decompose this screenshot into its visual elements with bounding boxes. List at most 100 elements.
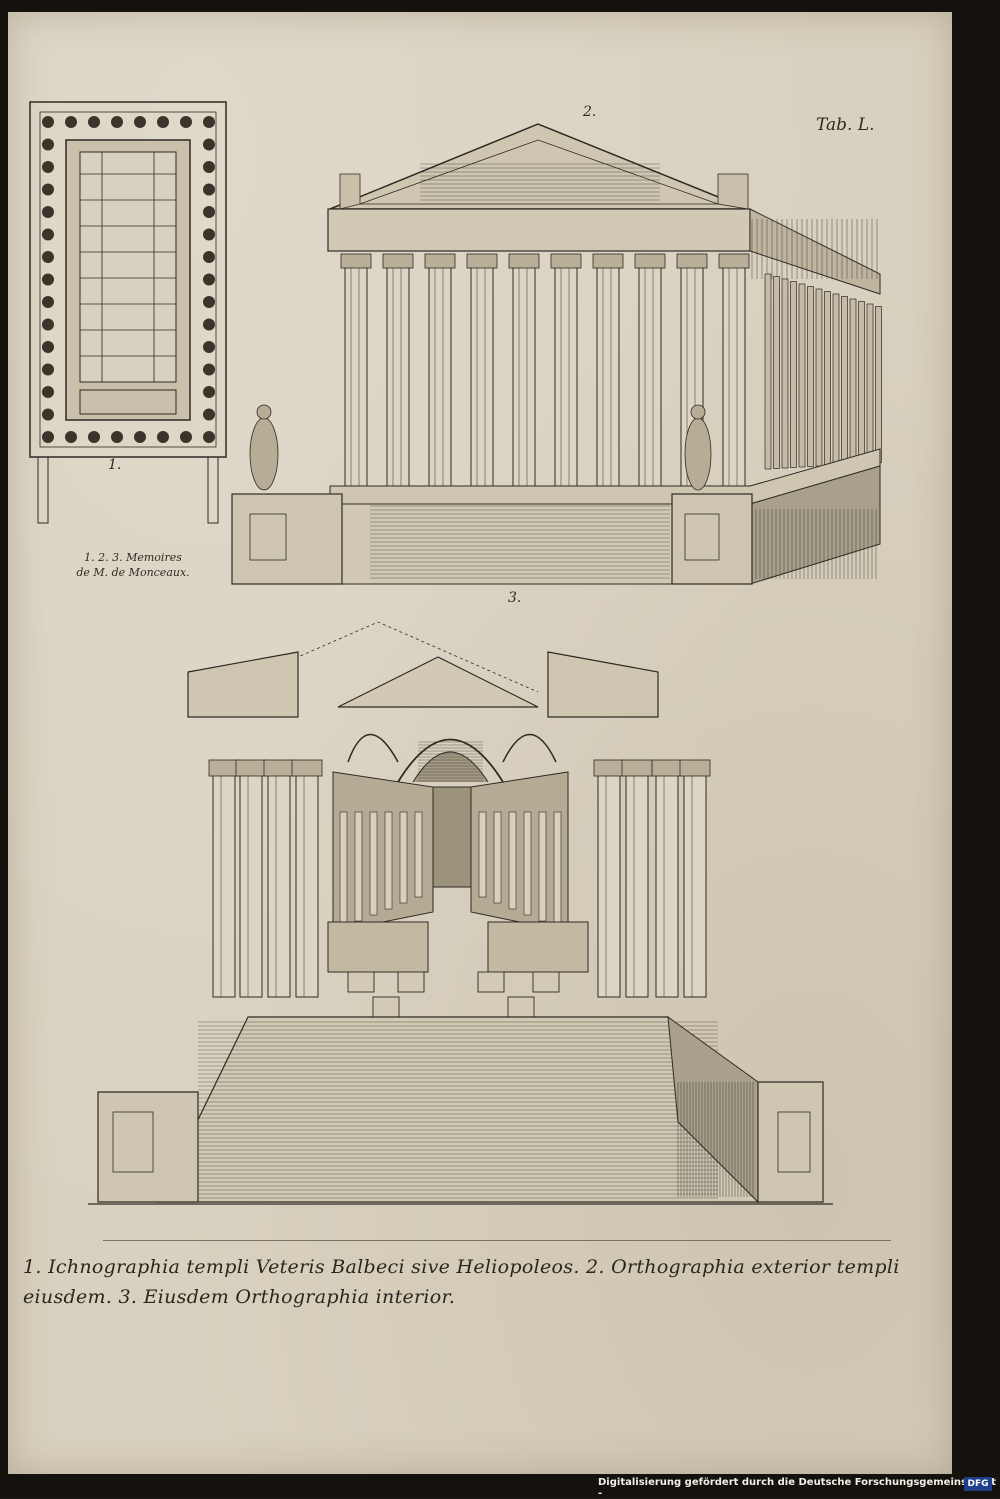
plan-column xyxy=(203,116,215,128)
side-entablature xyxy=(749,208,881,295)
plan-column xyxy=(203,206,215,218)
portico-column xyxy=(239,771,263,998)
corinthian-capital xyxy=(263,759,295,777)
plan-naos xyxy=(79,151,177,383)
side-column xyxy=(807,286,814,467)
plan-column xyxy=(203,408,215,421)
corinthian-capital xyxy=(676,253,708,269)
plate-page: Tab. L. 1. 1. 2. 3. Memoires de M. de Mo… xyxy=(8,12,952,1474)
plan-column xyxy=(203,318,215,331)
portico-column xyxy=(597,771,621,998)
nave-column-right xyxy=(493,811,502,904)
plan-pronaos xyxy=(79,389,177,415)
side-column xyxy=(824,291,831,466)
left-cornice xyxy=(187,651,299,718)
side-column xyxy=(764,273,772,470)
nave-column-left xyxy=(399,811,408,904)
side-column xyxy=(815,288,823,467)
side-column xyxy=(832,293,840,466)
plan-column xyxy=(65,431,77,443)
attic-left xyxy=(339,173,361,210)
plan-column xyxy=(42,251,54,263)
portico-column xyxy=(212,771,236,998)
adyton-niche xyxy=(432,786,472,888)
nave-column-right xyxy=(508,811,517,910)
corinthian-capital xyxy=(340,253,372,269)
plan-column xyxy=(180,116,192,128)
statue-left-head xyxy=(256,404,272,420)
plan-column xyxy=(203,161,215,173)
corinthian-capital xyxy=(508,253,540,269)
statue-right xyxy=(684,417,712,491)
corinthian-capital xyxy=(679,759,711,777)
nave-column-right xyxy=(478,811,487,898)
dfg-logo: DFG xyxy=(964,1477,992,1491)
plan-column xyxy=(42,318,54,331)
plan-column xyxy=(42,363,54,376)
front-column xyxy=(722,263,746,487)
front-column xyxy=(428,263,452,487)
figure-1-number: 1. xyxy=(108,457,122,473)
plan-column xyxy=(203,273,215,286)
corinthian-capital xyxy=(382,253,414,269)
corinthian-capital xyxy=(550,253,582,269)
nave-column-left xyxy=(369,811,378,916)
front-column xyxy=(638,263,662,487)
side-column xyxy=(858,301,865,464)
pedestal-panel xyxy=(777,1111,811,1173)
side-column xyxy=(866,303,874,464)
vault-arch-right xyxy=(502,733,557,763)
plan-column xyxy=(134,431,146,443)
plan-column xyxy=(88,116,100,128)
plan-outer-wall xyxy=(29,101,227,458)
vault-arch-center xyxy=(397,738,504,783)
plan-column xyxy=(111,116,123,128)
figure-2-number: 2. xyxy=(583,104,597,120)
plan-stair-wall xyxy=(37,456,49,524)
entablature xyxy=(327,208,751,252)
plan-stylobate xyxy=(39,111,217,448)
plan-column xyxy=(42,386,54,398)
tab-label: Tab. L. xyxy=(816,115,875,135)
plan-column xyxy=(42,408,54,421)
plan-column xyxy=(42,431,54,443)
plan-column xyxy=(203,228,215,241)
plan-stair-wall xyxy=(207,456,219,524)
nave-column-left xyxy=(339,811,348,928)
front-column xyxy=(554,263,578,487)
nave-column-right xyxy=(553,811,562,928)
corinthian-capital xyxy=(718,253,750,269)
corinthian-capital xyxy=(466,253,498,269)
plan-column xyxy=(42,341,54,353)
corinthian-capital xyxy=(235,759,267,777)
inner-gable xyxy=(337,656,539,708)
portico-column xyxy=(683,771,707,998)
plan-column xyxy=(203,183,215,196)
corinthian-capital xyxy=(651,759,683,777)
plan-column xyxy=(180,431,192,443)
corinthian-capital xyxy=(291,759,323,777)
plan-column xyxy=(157,431,169,443)
column-base-fragment xyxy=(372,996,400,1018)
front-column xyxy=(596,263,620,487)
pedestal-panel xyxy=(112,1111,154,1173)
credit-line-2: de M. de Monceaux. xyxy=(76,566,190,579)
caption-line-1: 1. Ichnographia templi Veteris Balbeci s… xyxy=(23,1256,900,1278)
nave-column-right xyxy=(538,811,547,922)
nave-column-right xyxy=(523,811,532,916)
side-column xyxy=(875,306,882,463)
side-column xyxy=(798,283,806,468)
plan-column xyxy=(65,116,77,128)
digitization-credit: Digitalisierung gefördert durch die Deut… xyxy=(598,1477,996,1499)
plan-column xyxy=(203,363,215,376)
plan-column xyxy=(42,116,54,128)
plan-column xyxy=(134,116,146,128)
corinthian-capital xyxy=(424,253,456,269)
side-column xyxy=(790,281,797,468)
balustrade-left xyxy=(327,921,429,973)
statue-left xyxy=(249,417,279,491)
column-base-fragment xyxy=(507,996,535,1018)
figure-1-plan xyxy=(29,101,227,524)
front-column xyxy=(344,263,368,487)
front-column xyxy=(512,263,536,487)
